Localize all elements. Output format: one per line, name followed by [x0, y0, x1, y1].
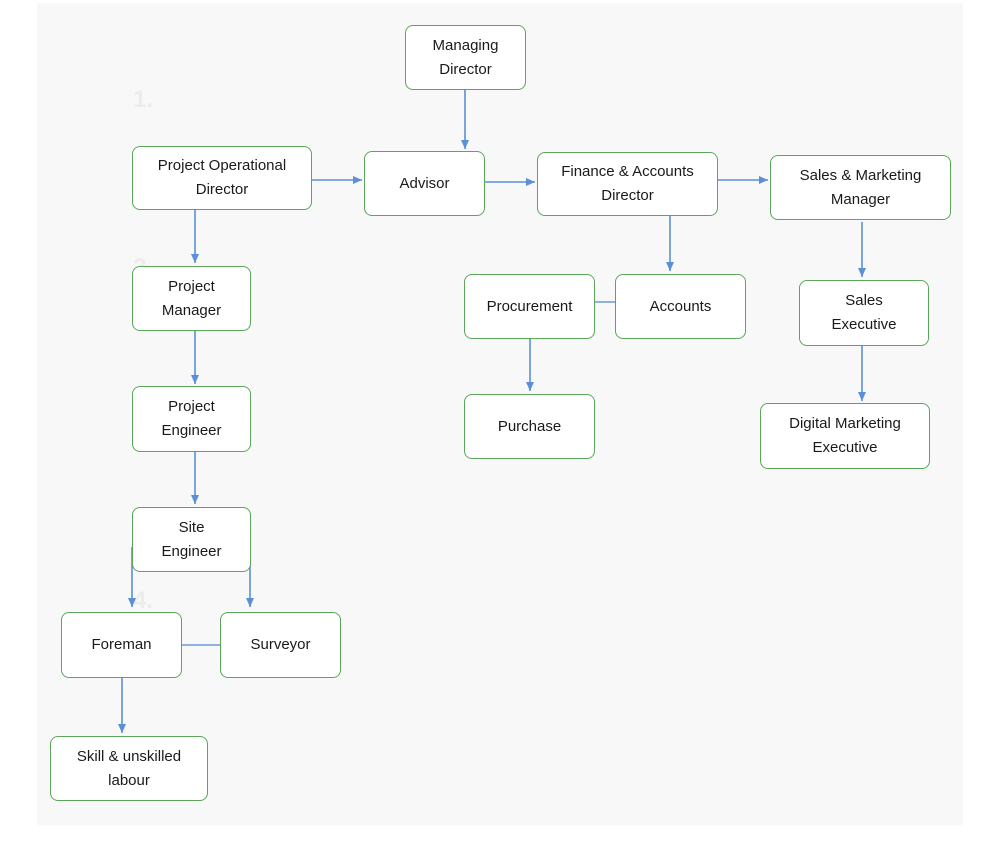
- project-manager-box: Project Manager: [132, 266, 251, 331]
- surveyor-box: Surveyor: [220, 612, 341, 678]
- project-operational-director-box: Project Operational Director: [132, 146, 312, 210]
- advisor-box: Advisor: [364, 151, 485, 216]
- digital-marketing-executive-box: Digital Marketing Executive: [760, 403, 930, 469]
- managing-director-box: Managing Director: [405, 25, 526, 90]
- finance-accounts-director-box: Finance & Accounts Director: [537, 152, 718, 216]
- accounts-box: Accounts: [615, 274, 746, 339]
- level-number-1: 1.: [133, 86, 154, 113]
- site-engineer-box: Site Engineer: [132, 507, 251, 572]
- level-number-4: 4.: [133, 587, 154, 614]
- foreman-box: Foreman: [61, 612, 182, 678]
- sales-marketing-manager-box: Sales & Marketing Manager: [770, 155, 951, 220]
- purchase-box: Purchase: [464, 394, 595, 459]
- project-engineer-box: Project Engineer: [132, 386, 251, 452]
- procurement-box: Procurement: [464, 274, 595, 339]
- skill-unskilled-labour-box: Skill & unskilled labour: [50, 736, 208, 801]
- sales-executive-box: Sales Executive: [799, 280, 929, 346]
